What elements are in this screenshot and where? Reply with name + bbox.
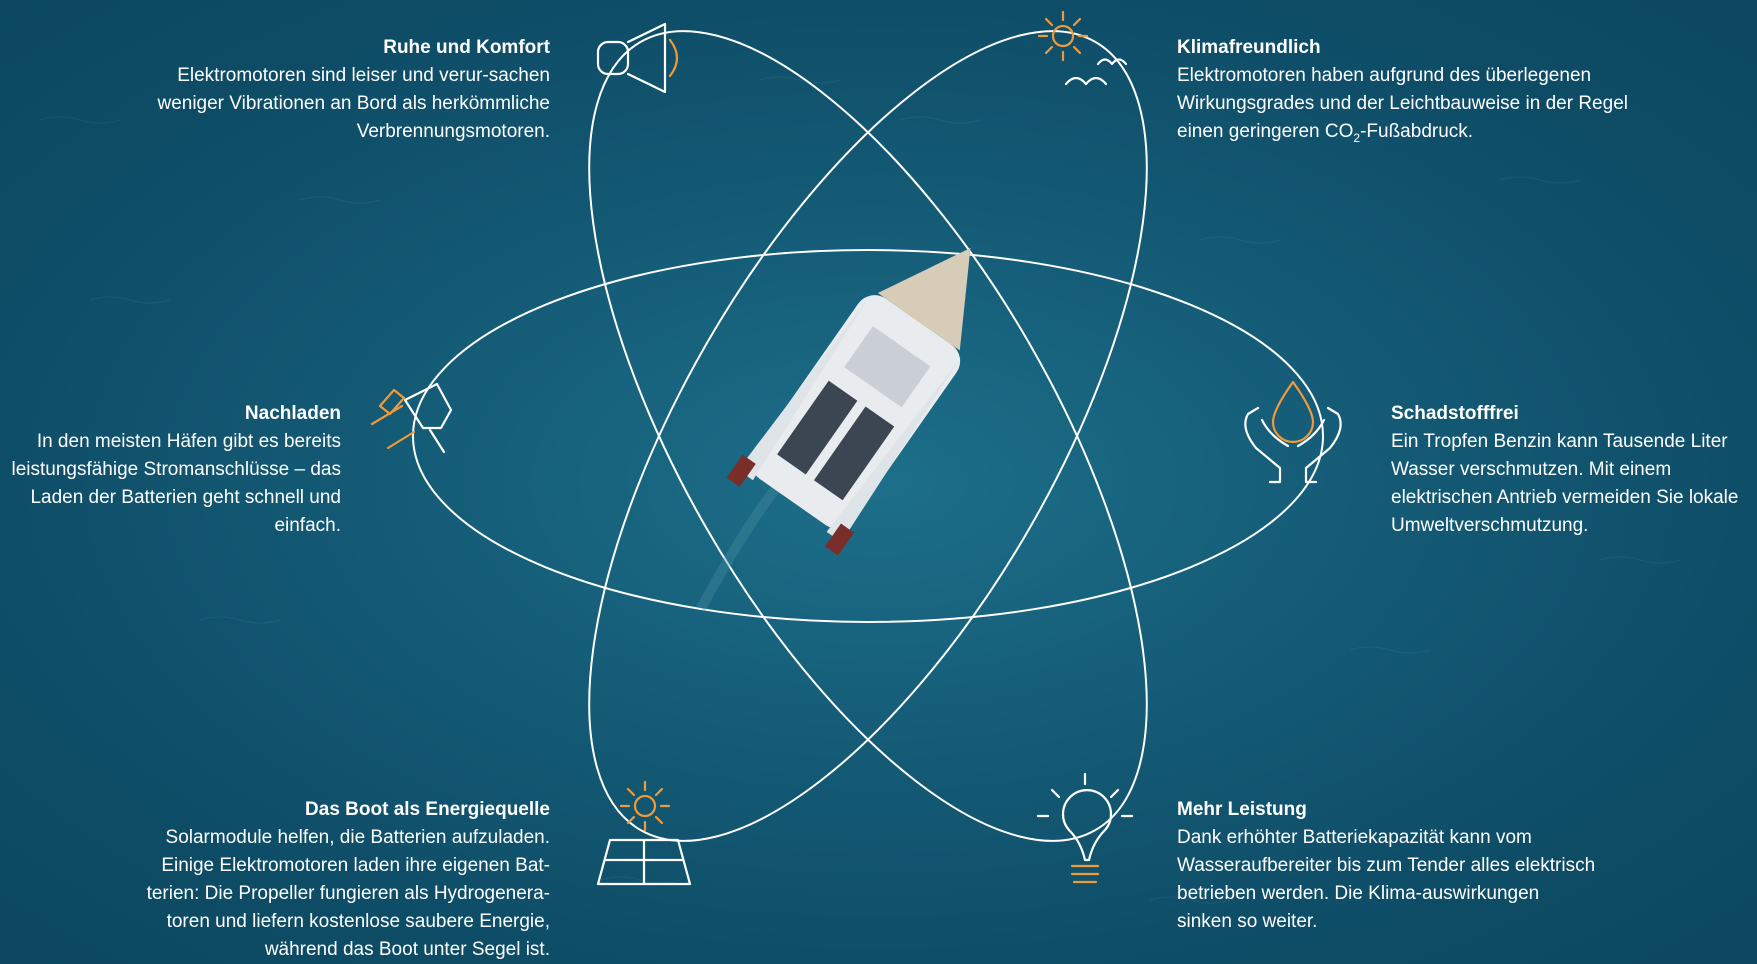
- feature-description-main: Elektromotoren haben aufgrund des überle…: [1177, 65, 1628, 142]
- feature-description: Dank erhöhter Batteriekapazität kann vom…: [1177, 827, 1596, 932]
- feature-nachladen: Nachladen In den meisten Häfen gibt es b…: [5, 400, 341, 540]
- feature-title: Schadstofffrei: [1391, 403, 1519, 424]
- solar-panel-icon: [596, 780, 692, 886]
- plug-icon: [370, 382, 453, 454]
- feature-description: Elektromotoren haben aufgrund des überle…: [1177, 62, 1647, 152]
- feature-description: Solarmodule helfen, die Batterien aufzul…: [146, 827, 550, 960]
- feature-description: Elektromotoren sind leiser und verur-sac…: [157, 65, 550, 142]
- feature-description-end: -Fußabdruck.: [1360, 121, 1474, 142]
- feature-description: In den meisten Häfen gibt es bereits lei…: [11, 431, 341, 536]
- feature-boot-energiequelle: Das Boot als Energiequelle Solarmodule h…: [110, 796, 550, 964]
- feature-mehr-leistung: Mehr Leistung Dank erhöhter Batteriekapa…: [1177, 796, 1597, 936]
- feature-ruhe-und-komfort: Ruhe und Komfort Elektromotoren sind lei…: [150, 34, 550, 146]
- lightbulb-icon: [1036, 772, 1134, 884]
- feature-title: Klimafreundlich: [1177, 37, 1321, 58]
- feature-title: Mehr Leistung: [1177, 799, 1307, 820]
- catamaran-illustration: [696, 247, 971, 611]
- orbit-horizontal: [412, 249, 1324, 623]
- feature-title: Nachladen: [244, 403, 341, 424]
- speaker-icon: [596, 22, 679, 94]
- feature-klimafreundlich: Klimafreundlich Elektromotoren haben auf…: [1177, 34, 1647, 152]
- feature-description: Ein Tropfen Benzin kann Tausende Liter W…: [1391, 431, 1739, 536]
- drop-hands-icon: [1244, 380, 1342, 484]
- sun-birds-icon: [1037, 10, 1128, 86]
- feature-title: Das Boot als Energiequelle: [305, 799, 550, 820]
- co2-subscript: 2: [1353, 130, 1361, 145]
- orbit-tilted-right: [588, 30, 1148, 842]
- feature-schadstofffrei: Schadstofffrei Ein Tropfen Benzin kann T…: [1391, 400, 1751, 540]
- feature-title: Ruhe und Komfort: [383, 37, 550, 58]
- orbits: [412, 30, 1324, 842]
- orbit-tilted-left: [588, 30, 1148, 842]
